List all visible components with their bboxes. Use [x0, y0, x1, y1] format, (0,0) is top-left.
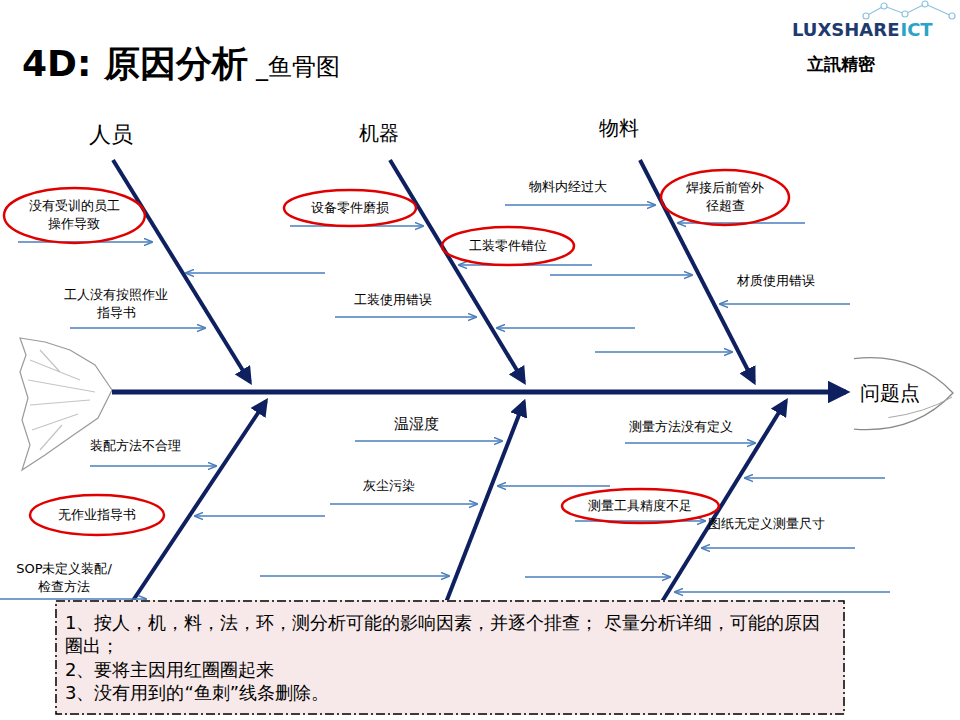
red-circle — [284, 190, 416, 226]
cause-text: 材质使用错误 — [737, 272, 815, 290]
cause-ellipse: 测量工具精度不足 — [560, 487, 721, 525]
logo-dot — [922, 1, 928, 7]
cause-arrow — [497, 327, 635, 329]
cause-ellipse: 设备零件磨损 — [282, 188, 418, 228]
tail-strokes — [28, 350, 95, 450]
node-text: 无作业指导书 — [58, 506, 136, 524]
node-outline — [659, 168, 791, 227]
note-box: 1、按人，机，料，法，环，测分析可能的影响因素，并逐个排查； 尽量分析详细，可能… — [55, 600, 845, 715]
cause-arrow — [745, 477, 885, 479]
cause-arrow — [505, 204, 655, 206]
node-text: 问题点 — [860, 380, 920, 407]
cause-arrow — [525, 576, 670, 578]
node-text: 焊接后前管外径超查 — [685, 179, 765, 214]
cause-text: 工装使用错误 — [354, 291, 432, 309]
node-text: 测量工具精度不足 — [588, 497, 692, 515]
red-circle — [442, 227, 574, 265]
cause-arrow — [675, 591, 890, 593]
logo-mark — [863, 1, 955, 19]
cause-ellipse: 工装零件错位 — [440, 225, 576, 267]
cause-arrow — [335, 316, 476, 318]
cause-arrow — [702, 547, 855, 549]
title-suffix: _鱼骨图 — [256, 51, 340, 83]
cause-arrow — [195, 515, 325, 517]
red-circle — [562, 489, 719, 523]
text-holder: 没有受训的员工操作导致 — [28, 197, 121, 232]
category-label: 物料 — [599, 115, 639, 142]
cause-ellipse: 无作业指导书 — [28, 493, 166, 537]
logo-text: LUXSHARE — [792, 18, 899, 42]
cause-text: 装配方法不合理 — [90, 437, 181, 455]
cause-text: 工人没有按照作业指导书 — [64, 286, 168, 321]
fish-head: 问题点 — [852, 352, 956, 434]
cause-text: 温湿度 — [394, 414, 439, 434]
cause-text: SOP未定义装配/检查方法 — [15, 560, 113, 595]
category-label: 机器 — [359, 120, 399, 147]
logo-line — [925, 4, 952, 16]
note-text: 3、没有用到的“鱼刺”线条删除。 — [65, 681, 833, 704]
cause-arrow — [90, 465, 216, 467]
red-circle — [661, 170, 789, 225]
cause-text: 物料内经过大 — [529, 178, 607, 196]
note-text: 1、按人，机，料，法，环，测分析可能的影响因素，并逐个排查； 尽量分析详细，可能… — [65, 611, 833, 658]
cause-arrow — [720, 303, 850, 305]
text-holder: 设备零件磨损 — [311, 199, 389, 217]
node-text: 设备零件磨损 — [311, 199, 389, 217]
cause-arrows — [0, 205, 890, 599]
logo-dot — [949, 13, 955, 19]
bone-arrow — [113, 160, 250, 382]
red-circle — [4, 188, 145, 243]
cause-text: 图纸无定义测量尺寸 — [708, 515, 825, 533]
note-text: 2、要将主因用红圈圈起来 — [65, 658, 833, 681]
note-border — [56, 601, 844, 714]
cause-ellipse: 没有受训的员工操作导致 — [2, 186, 147, 245]
node-text: 没有受训的员工操作导致 — [28, 197, 121, 232]
red-circle — [30, 495, 164, 535]
node-outline — [2, 186, 147, 245]
cause-arrow — [260, 575, 449, 577]
cause-arrow — [625, 442, 755, 444]
text-holder: 无作业指导书 — [58, 506, 136, 524]
head-outline — [854, 358, 953, 430]
text-holder: 1、按人，机，料，法，环，测分析可能的影响因素，并逐个排查； 尽量分析详细，可能… — [65, 611, 833, 705]
logo-dot — [902, 11, 908, 17]
bone-arrow — [390, 160, 524, 382]
cause-arrow — [355, 440, 502, 442]
cause-arrow — [550, 274, 692, 276]
text-holder: 问题点 — [860, 380, 920, 407]
logo-dot — [863, 13, 869, 19]
logo-text: ICT — [900, 18, 932, 42]
spine-arrow — [112, 390, 846, 395]
cause-ellipse: 焊接后前管外径超查 — [659, 168, 791, 227]
cause-text: 测量方法没有定义 — [629, 418, 733, 436]
company-name: 立訊精密 — [807, 53, 875, 76]
bones — [112, 160, 846, 605]
cause-text: 灰尘污染 — [363, 477, 415, 495]
text-holder: 工装零件错位 — [469, 237, 547, 255]
cause-arrow — [595, 351, 732, 353]
slide-title: 4D: 原因分析 — [22, 42, 248, 85]
text-holder: 焊接后前管外径超查 — [685, 179, 765, 214]
cause-arrow — [498, 485, 610, 487]
cause-arrow — [330, 503, 477, 505]
category-label: 人员 — [89, 120, 133, 150]
cause-arrow — [70, 327, 205, 329]
node-text: 工装零件错位 — [469, 237, 547, 255]
text-holder: 测量工具精度不足 — [588, 497, 692, 515]
cause-arrow — [186, 272, 325, 274]
logo-dot — [881, 3, 887, 9]
